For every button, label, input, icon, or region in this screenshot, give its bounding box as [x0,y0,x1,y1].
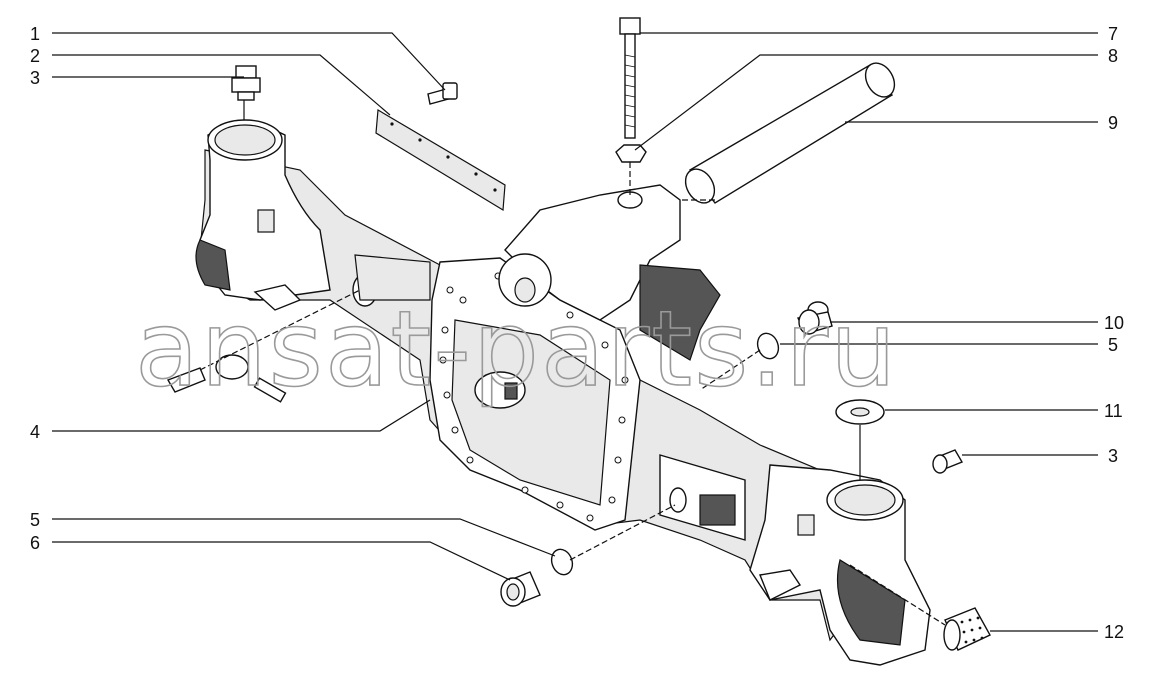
part-plate-2 [375,108,506,212]
part-fitting-3-left [231,65,261,101]
part-pin-9 [684,62,896,204]
part-oring-5-lower [550,548,574,576]
axle-housing [195,119,931,666]
part-bushing-12 [943,607,991,651]
part-plug-6 [500,571,541,607]
part-washer-11 [835,399,885,425]
callout-9: 9 [1108,113,1118,133]
callout-4: 4 [30,422,40,442]
callout-6: 6 [30,533,40,553]
callout-3-left: 3 [30,68,40,88]
part-flange-left [166,354,287,403]
part-bolt-1 [427,82,458,105]
callout-5-left: 5 [30,510,40,530]
callout-5-right: 5 [1108,335,1118,355]
callout-7: 7 [1108,24,1118,44]
leader-lines [52,32,1098,632]
callout-10: 10 [1104,313,1124,333]
callout-2: 2 [30,46,40,66]
part-plug-10 [797,301,833,335]
part-nut-8 [615,144,647,163]
callout-12: 12 [1104,622,1124,642]
watermark: ansat-parts.ru [135,288,898,410]
callout-1: 1 [30,24,40,44]
callout-11: 11 [1104,401,1123,421]
part-fitting-3-right [932,449,964,474]
callout-8: 8 [1108,46,1118,66]
callout-labels: 1 2 3 4 5 6 7 8 9 10 5 11 3 12 [30,24,1124,642]
part-bolt-7 [619,17,641,139]
callout-3-right: 3 [1108,446,1118,466]
part-oring-5-upper [756,332,780,360]
